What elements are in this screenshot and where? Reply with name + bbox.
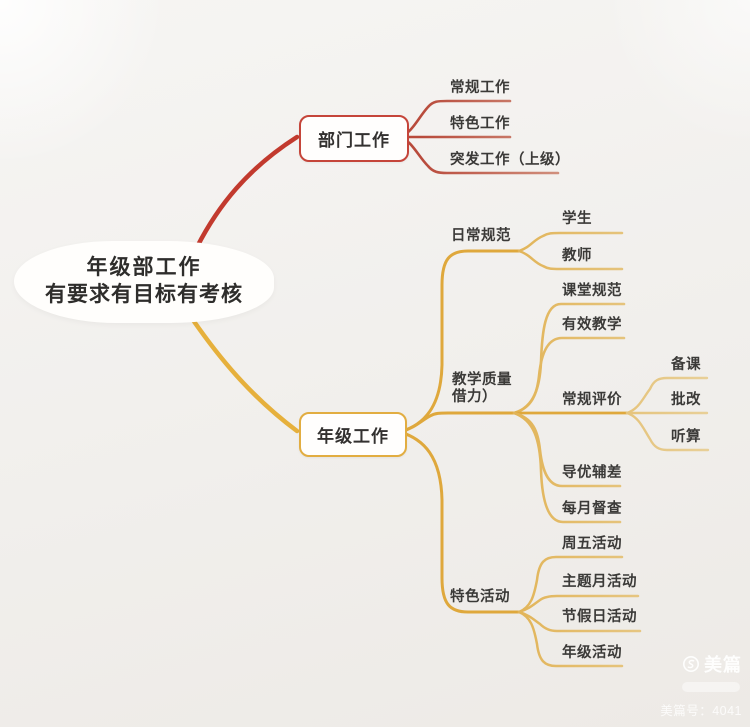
leaf-guide-assist: 导优辅差 — [562, 465, 622, 481]
leaf-correcting: 批改 — [671, 392, 701, 408]
leaf-lesson-prep: 备课 — [671, 357, 701, 373]
edge-evaluation-to-listening-calc — [625, 411, 710, 452]
edge-activities-to-friday — [517, 555, 624, 614]
meipian-watermark: 美篇 美篇号：4041 — [660, 651, 742, 719]
edge-root-to-grade — [190, 317, 300, 434]
edge-dept-to-regular-work — [398, 99, 512, 139]
root-title-line2: 有要求有目标有考核 — [45, 283, 243, 306]
leaf-classroom-norms: 课堂规范 — [562, 283, 622, 299]
branch-teaching-quality: 教学质量 借力） — [452, 372, 512, 406]
edge-daily-to-student — [517, 231, 624, 253]
edge-activities-to-grade-activity — [517, 610, 624, 668]
meipian-logo-icon — [683, 656, 699, 672]
leaf-regular-work: 常规工作 — [450, 80, 510, 96]
leaf-theme-month-activity: 主题月活动 — [562, 574, 637, 590]
dept-work-node: 部门工作 — [299, 115, 409, 162]
grade-work-label: 年级工作 — [317, 427, 389, 446]
leaf-listening-calc: 听算 — [671, 429, 701, 445]
edge-quality-to-effective-teaching — [512, 336, 626, 415]
edge-activities-to-holiday — [517, 610, 642, 633]
teaching-quality-line2: 借力） — [452, 389, 497, 405]
edge-activities-to-theme-month — [517, 594, 640, 614]
edge-grade-to-teaching-quality — [398, 411, 516, 434]
leaf-teacher: 教师 — [562, 248, 592, 264]
leaf-grade-activity: 年级活动 — [562, 645, 622, 661]
edge-quality-to-monthly-supervision — [512, 411, 622, 524]
watermark-brand: 美篇 — [704, 655, 742, 675]
leaf-effective-teaching: 有效教学 — [562, 317, 622, 333]
root-title-line1: 年级部工作 — [86, 256, 202, 279]
leaf-monthly-supervision: 每月督查 — [562, 501, 622, 517]
leaf-urgent-work: 突发工作（上级） — [450, 152, 570, 168]
teaching-quality-line1: 教学质量 — [452, 372, 512, 388]
leaf-friday-activity: 周五活动 — [562, 536, 622, 552]
grade-work-node: 年级工作 — [299, 412, 407, 457]
edge-root-to-dept — [194, 134, 300, 250]
edge-evaluation-to-lesson-prep — [625, 376, 709, 415]
leaf-holiday-activity: 节假日活动 — [562, 609, 637, 625]
dept-work-label: 部门工作 — [318, 131, 390, 150]
edge-grade-to-special-activities — [398, 430, 521, 614]
branch-daily-norms: 日常规范 — [451, 228, 511, 244]
branch-regular-evaluation: 常规评价 — [562, 392, 622, 408]
edge-daily-to-teacher — [517, 249, 624, 271]
watermark-author-bar — [682, 682, 740, 692]
leaf-student: 学生 — [562, 211, 592, 227]
branch-special-activities: 特色活动 — [450, 589, 510, 605]
watermark-id: 美篇号：4041 — [660, 704, 742, 718]
leaf-special-work: 特色工作 — [450, 116, 510, 132]
root-node: 年级部工作 有要求有目标有考核 — [14, 241, 274, 323]
edge-dept-to-urgent-work — [398, 135, 560, 175]
